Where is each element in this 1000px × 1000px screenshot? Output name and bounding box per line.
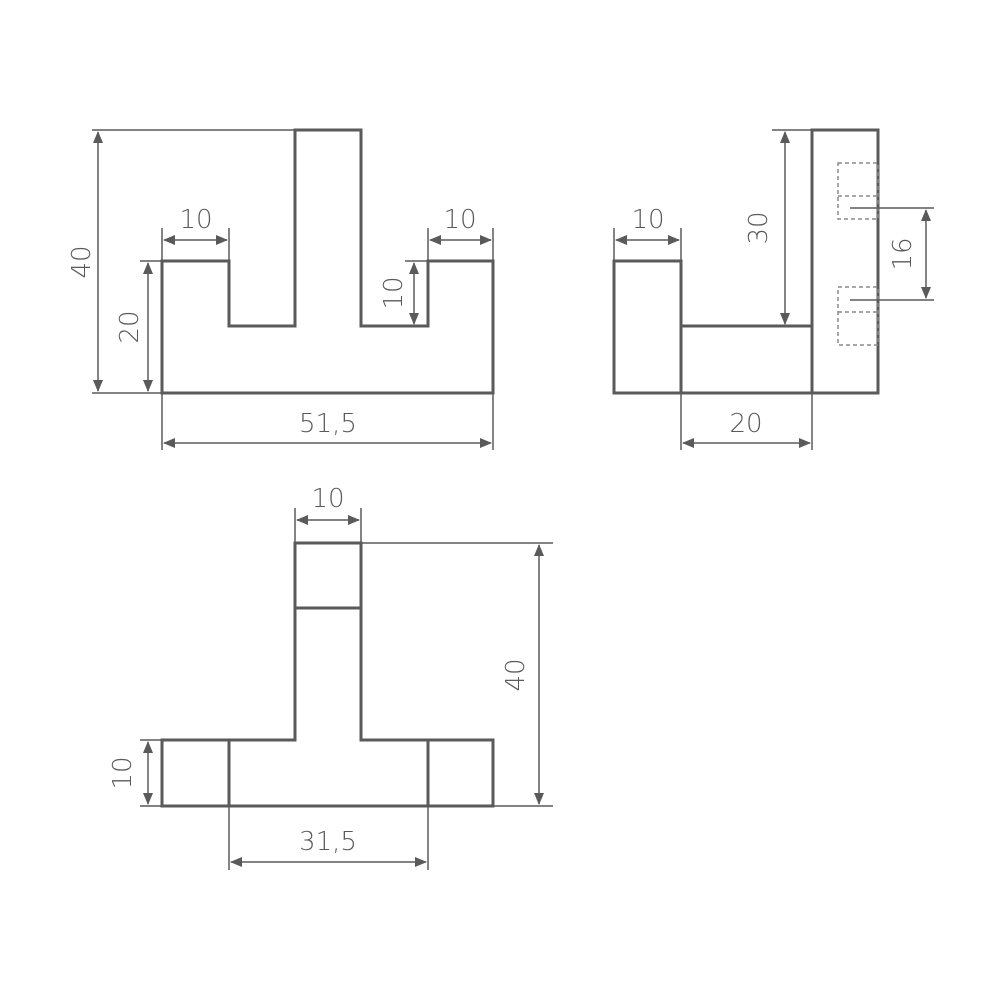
dimension-label: 30 — [744, 211, 774, 244]
dimension-label: 51,5 — [299, 409, 357, 439]
hidden-feature-upper — [837, 162, 879, 220]
dimension-label: 40 — [67, 245, 97, 278]
dimension-label: 16 — [888, 237, 918, 270]
top-view: 10 40 10 31,5 — [108, 484, 553, 870]
dimension-label: 31,5 — [299, 827, 357, 857]
dimension-label: 10 — [631, 205, 664, 235]
dimension-label: 10 — [379, 276, 409, 309]
dimension-label: 20 — [729, 409, 762, 439]
dimension-label: 40 — [501, 658, 531, 691]
dimension-label: 20 — [115, 310, 145, 343]
dimension-label: 10 — [311, 484, 344, 514]
dimension-label: 10 — [179, 205, 212, 235]
front-view-outline — [160, 128, 495, 395]
front-view: 40 20 10 10 10 51,5 — [67, 128, 495, 450]
hidden-feature-lower — [837, 286, 879, 346]
top-view-outline — [160, 541, 495, 808]
dimension-label: 10 — [108, 756, 138, 789]
dimension-label: 10 — [443, 205, 476, 235]
side-view: 10 30 16 20 — [612, 128, 934, 450]
